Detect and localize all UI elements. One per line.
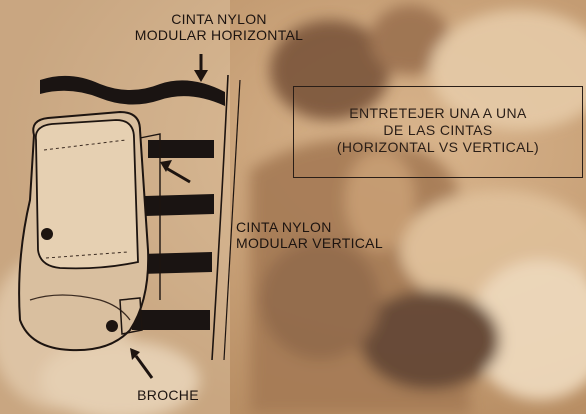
callout-line: ENTRETEJER UNA A UNA: [294, 105, 582, 122]
snap-button: [106, 320, 118, 332]
label-line: CINTA NYLON: [236, 219, 426, 235]
arrow-icon: [194, 54, 208, 82]
horizontal-strap: [40, 76, 225, 106]
label-line: MODULAR VERTICAL: [236, 235, 426, 251]
garment-edge-line: [212, 75, 228, 360]
strap-segment: [148, 140, 214, 158]
snap-label: BROCHE: [118, 387, 218, 403]
horizontal-strap-label: CINTA NYLON MODULAR HORIZONTAL: [110, 11, 328, 43]
arrow-icon: [130, 348, 152, 378]
callout-line: DE LAS CINTAS: [294, 122, 582, 139]
strap-segment: [132, 310, 210, 330]
callout-line: (HORIZONTAL VS VERTICAL): [294, 139, 582, 156]
strap-segment: [145, 194, 214, 216]
instruction-callout: ENTRETEJER UNA A UNA DE LAS CINTAS (HORI…: [293, 86, 583, 178]
label-line: CINTA NYLON: [110, 11, 328, 27]
label-line: MODULAR HORIZONTAL: [110, 27, 328, 43]
vertical-strap-label: CINTA NYLON MODULAR VERTICAL: [236, 219, 426, 251]
pouch-snap-button: [41, 228, 53, 240]
strap-segment: [140, 252, 212, 274]
callout-text: ENTRETEJER UNA A UNA DE LAS CINTAS (HORI…: [294, 105, 582, 156]
pouch-flap: [36, 120, 138, 268]
arrow-icon: [160, 160, 190, 182]
